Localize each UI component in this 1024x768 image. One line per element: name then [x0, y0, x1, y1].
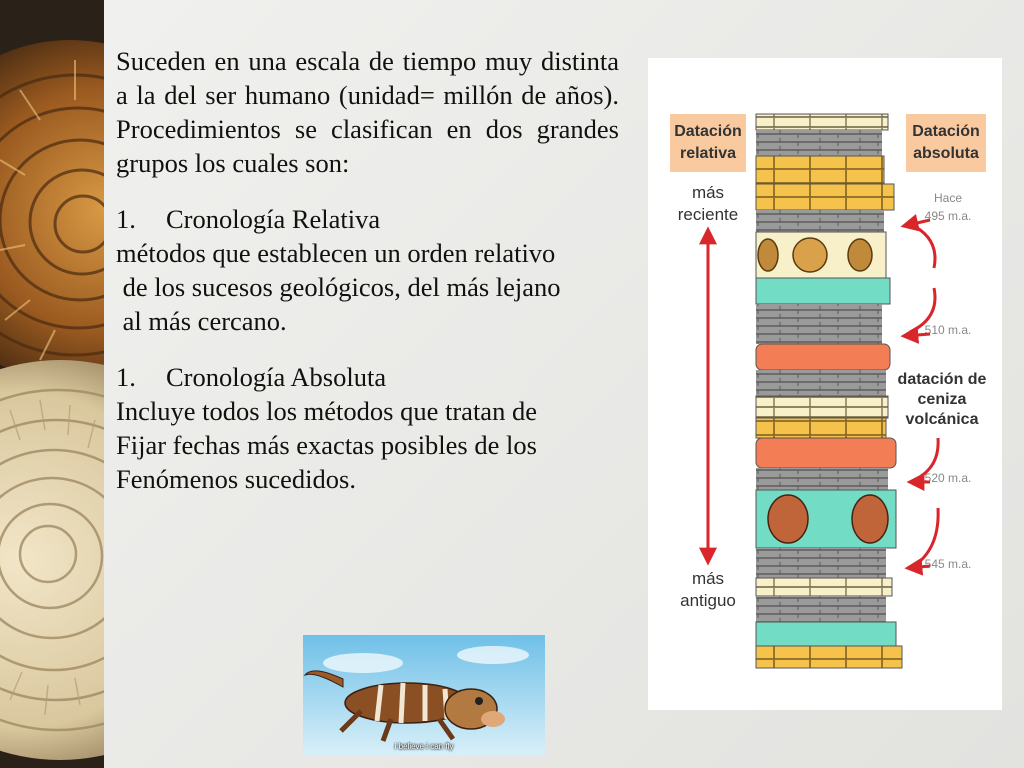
item-relative-line-2: de los sucesos geológicos, del más lejan… [116, 272, 561, 302]
item-number: 1. [116, 362, 136, 392]
svg-text:Datación: Datación [674, 123, 742, 140]
age-label-545: 545 m.a. [925, 557, 972, 571]
absolute-dating-label: Datación absoluta [906, 114, 986, 172]
dating-arrows [900, 213, 940, 576]
intro-paragraph: Suceden en una escala de tiempo muy dist… [116, 46, 619, 178]
item-absolute-heading: 1. Cronología Absoluta [116, 360, 619, 394]
item-absolute-title: Cronología Absoluta [166, 362, 387, 392]
item-number: 1. [116, 204, 136, 234]
slide-text: Suceden en una escala de tiempo muy dist… [116, 44, 619, 496]
item-relative-heading: 1. Cronología Relativa [116, 202, 619, 236]
recent-label-2: reciente [678, 205, 738, 224]
svg-text:absoluta: absoluta [913, 145, 979, 162]
old-label-2: antiguo [680, 591, 736, 610]
item-relative-line-1: métodos que establecen un orden relativo [116, 238, 556, 268]
age-label-520: 520 m.a. [925, 471, 972, 485]
old-label-1: más [692, 569, 724, 588]
volcanic-ash-label: datación de ceniza volcánica [898, 371, 987, 428]
item-relative-line-3: al más cercano. [116, 306, 287, 336]
item-absolute-line-1: Incluye todos los métodos que tratan de [116, 396, 537, 426]
age-label-495: 495 m.a. [925, 209, 972, 223]
age-label-510: 510 m.a. [925, 323, 972, 337]
item-relative-title: Cronología Relativa [166, 204, 381, 234]
svg-text:Datación: Datación [912, 123, 980, 140]
recent-label-1: más [692, 183, 724, 202]
ammonite-fossil-image [0, 0, 104, 768]
svg-text:ceniza: ceniza [918, 391, 967, 408]
flying-squirrel-meme: i believe i can fly [303, 635, 545, 755]
strata-column [755, 113, 903, 669]
svg-text:volcánica: volcánica [906, 411, 979, 428]
hace-label: Hace [934, 191, 962, 205]
relative-dating-label: Datación relativa [670, 114, 746, 172]
svg-text:relativa: relativa [680, 145, 736, 162]
stratigraphy-figure: Datación relativa Datación absoluta más … [648, 58, 1002, 710]
item-absolute-line-2: Fijar fechas más exactas posibles de los [116, 430, 537, 460]
svg-text:datación de: datación de [898, 371, 987, 388]
item-absolute-line-3: Fenómenos sucedidos. [116, 464, 356, 494]
meme-caption: i believe i can fly [394, 742, 454, 751]
